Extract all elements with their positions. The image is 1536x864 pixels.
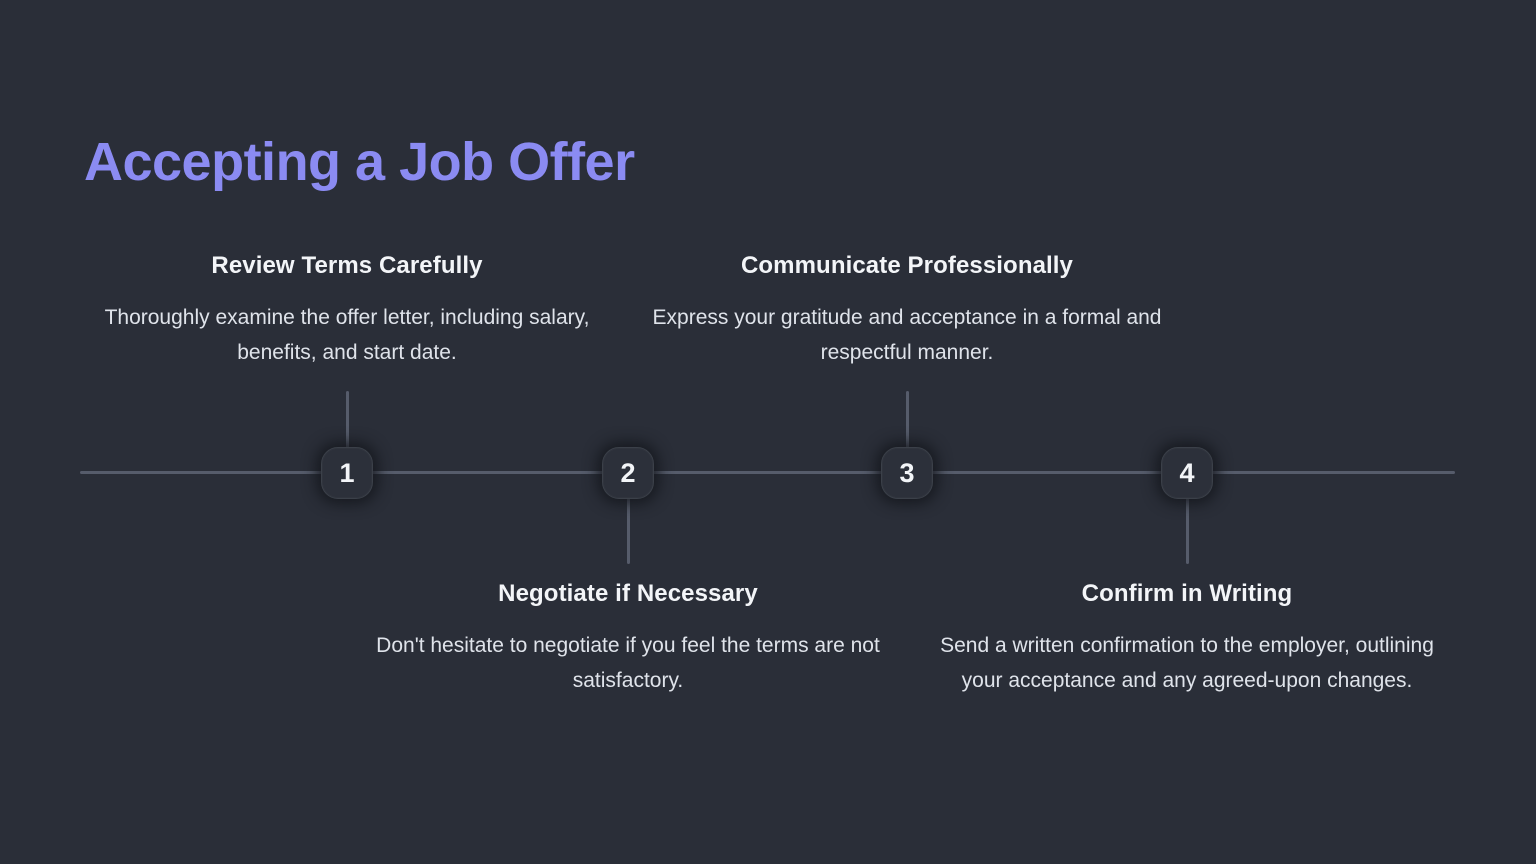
- timeline-axis: [80, 471, 1455, 474]
- step-stem-2: [626, 498, 630, 564]
- step-text-3: Communicate Professionally Express your …: [647, 250, 1167, 371]
- step-number-3: 3: [899, 457, 915, 488]
- step-text-4: Confirm in Writing Send a written confir…: [927, 578, 1447, 699]
- step-node-2[interactable]: 2: [602, 447, 654, 499]
- step-heading-4: Confirm in Writing: [1081, 580, 1293, 607]
- step-heading-1: Review Terms Carefully: [211, 252, 483, 279]
- step-node-3[interactable]: 3: [881, 447, 933, 499]
- step-number-2: 2: [620, 457, 636, 488]
- step-body-2: Don't hesitate to negotiate if you feel …: [376, 634, 880, 693]
- step-body-4: Send a written confirmation to the emplo…: [940, 634, 1434, 693]
- step-number-1: 1: [339, 457, 355, 488]
- step-text-1: Review Terms Carefully Thoroughly examin…: [87, 250, 607, 371]
- step-stem-1: [345, 391, 349, 473]
- step-heading-3: Communicate Professionally: [740, 252, 1074, 279]
- step-stem-4: [1185, 498, 1189, 564]
- step-heading-2: Negotiate if Necessary: [498, 580, 758, 607]
- page-title: Accepting a Job Offer: [84, 132, 635, 192]
- step-node-1[interactable]: 1: [321, 447, 373, 499]
- step-stem-3: [905, 391, 909, 473]
- step-body-1: Thoroughly examine the offer letter, inc…: [104, 306, 590, 365]
- step-body-3: Express your gratitude and acceptance in…: [652, 306, 1162, 365]
- step-number-4: 4: [1179, 457, 1195, 488]
- step-node-4[interactable]: 4: [1161, 447, 1213, 499]
- step-text-2: Negotiate if Necessary Don't hesitate to…: [368, 578, 888, 699]
